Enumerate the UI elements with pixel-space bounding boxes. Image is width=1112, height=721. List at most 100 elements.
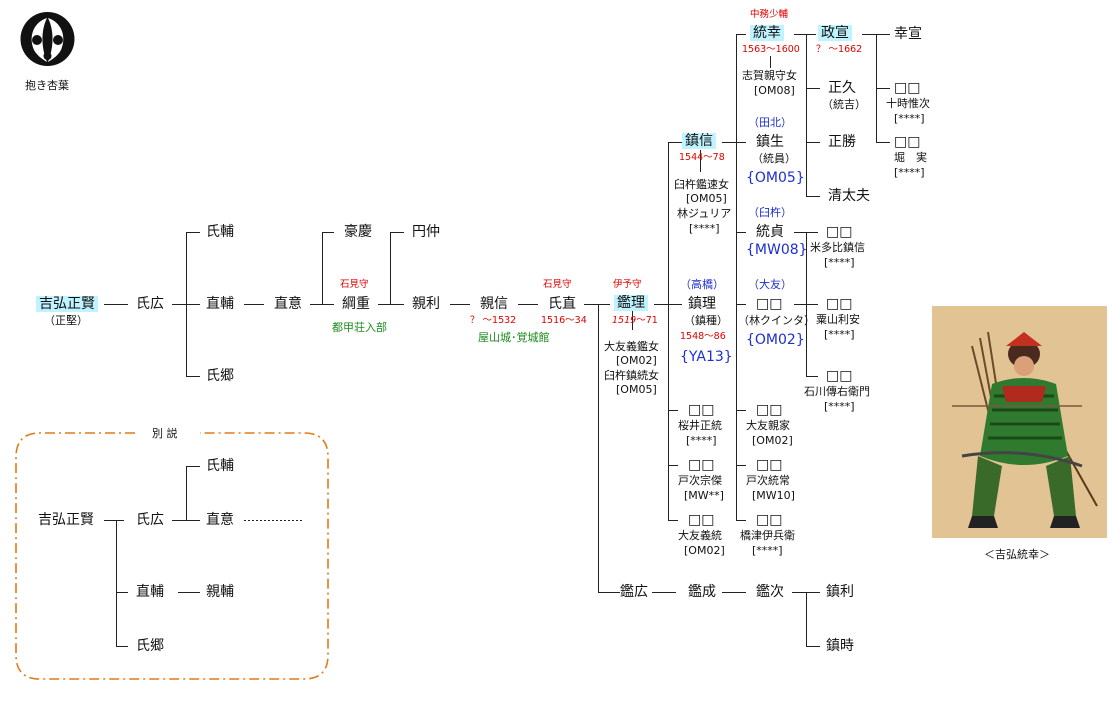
node-shigenobu-wife1-code: [OM05]	[686, 192, 727, 205]
node-shigenobu-years: 1544～78	[679, 152, 725, 163]
node-box-h-code: [MW**]	[684, 489, 724, 502]
node-box-k-code: [MW10]	[752, 489, 795, 502]
node-usuki: （臼杵）	[748, 206, 792, 219]
node-akitsugu: 鑑次	[756, 584, 784, 600]
node-tsunashige: 綱重	[342, 296, 370, 312]
alt-ujisato: 氏郷	[136, 638, 164, 654]
node-akimasa-years-end: ～71	[636, 315, 658, 326]
node-box-i: □□	[688, 512, 715, 528]
node-akimasa: 鑑理	[614, 295, 648, 311]
node-akimasa-wife1: 大友義鑑女	[604, 340, 659, 353]
node-ujisuke: 氏輔	[206, 224, 234, 240]
node-gokei: 豪慶	[344, 224, 372, 240]
node-box-e-code: [****]	[824, 328, 855, 341]
alt-chikasuke: 親輔	[206, 584, 234, 600]
node-box-l-code: [****]	[752, 544, 783, 557]
node-akimasa-wife2: 臼杵鎮続女	[604, 369, 659, 382]
node-box-c: □□	[826, 224, 853, 240]
node-tsunashige-title: 石見守	[340, 279, 369, 290]
node-box-j: □□	[756, 402, 783, 418]
node-box-e: □□	[826, 296, 853, 312]
node-muneyuki-wife-code: [OM08]	[754, 84, 795, 97]
node-taharakita: （田北）	[748, 116, 792, 129]
node-otomo: （大友）	[748, 278, 792, 291]
node-box-j-code: [OM02]	[752, 434, 793, 447]
node-chikatoshi: 親利	[412, 296, 440, 312]
node-box-f: □□	[826, 368, 853, 384]
node-box-g: □□	[688, 402, 715, 418]
node-box-i-code: [OM02]	[684, 544, 725, 557]
alt-naosuke: 直輔	[136, 584, 164, 600]
node-box-g-code: [****]	[686, 434, 717, 447]
kamon-label: 抱き杏葉	[25, 79, 69, 92]
node-box-e-sub: 粟山利安	[816, 313, 860, 326]
portrait-caption: ＜吉弘統幸＞	[984, 548, 1050, 561]
node-tsunashige-place: 都甲荘入部	[332, 321, 387, 334]
node-munesada-code: {MW08}	[746, 242, 808, 258]
node-box-f-code: [****]	[824, 400, 855, 413]
node-shigetane: 鎮理	[688, 296, 716, 312]
node-box-h: □□	[688, 457, 715, 473]
node-box-f-sub: 石川傳右衛門	[804, 385, 870, 398]
node-naoi: 直意	[274, 296, 302, 312]
node-box-b-sub: 堀 実	[894, 151, 927, 164]
node-box-d-code: {OM02}	[746, 332, 805, 348]
node-box-a-sub: 十時惟次	[886, 97, 930, 110]
kamon-crest-icon	[20, 12, 75, 66]
node-muneyuki-years: 1563～1600	[742, 44, 800, 55]
node-akinari: 鑑成	[688, 584, 716, 600]
node-box-c-sub: 米多比鎮信	[810, 241, 865, 254]
node-box-k-sub: 戸次統常	[746, 474, 790, 487]
node-ujihiro: 氏広	[136, 296, 164, 312]
node-box-d-alt: （林クインタ）	[738, 314, 815, 327]
node-box-a: □□	[894, 80, 921, 96]
alt-masakata: 吉弘正賢	[38, 512, 94, 528]
node-box-l: □□	[756, 512, 783, 528]
node-masahisa-alt: （統吉）	[822, 98, 866, 111]
node-box-c-code: [****]	[824, 256, 855, 269]
node-munesada: 統貞	[756, 224, 784, 240]
node-akimasa-years-start: 1519	[612, 315, 637, 326]
node-masakatsu: 正勝	[828, 134, 856, 150]
alt-naoi: 直意	[206, 512, 234, 528]
node-shigenobu-wife2: 林ジュリア	[677, 207, 732, 220]
node-shigenobu: 鎮信	[682, 133, 716, 149]
node-shigetoshi: 鎮利	[826, 584, 854, 600]
node-ujisato: 氏郷	[206, 368, 234, 384]
node-shigenari-alt: （統員）	[752, 152, 796, 165]
node-masahisa: 正久	[828, 80, 856, 96]
node-shigetane-alt: （鎮種）	[684, 314, 728, 327]
node-yukinobu: 幸宣	[894, 26, 922, 42]
node-akihiro: 鑑広	[620, 584, 648, 600]
node-naosuke: 直輔	[206, 296, 234, 312]
portrait-yoshihiro-muneyuki	[932, 306, 1107, 538]
node-shigetane-code: {YA13}	[680, 349, 733, 365]
node-shigenobu-wife2-code: [****]	[689, 222, 720, 235]
node-ujinao-place: 屋山城･覚城館	[478, 331, 550, 344]
node-akimasa-wife2-code: [OM05]	[616, 383, 657, 396]
node-box-d: □□	[756, 296, 783, 312]
node-ujinao: 氏直	[548, 296, 576, 312]
alt-theory-title: 別 説	[152, 427, 178, 440]
node-muneyuki: 統幸	[750, 25, 784, 41]
node-masanobu-years: ？ ～1662	[816, 44, 863, 55]
node-chikanobu-years: ？ ～1532	[470, 315, 517, 326]
node-seidayu: 清太夫	[828, 188, 870, 204]
node-box-h-sub: 戸次宗傑	[678, 474, 722, 487]
node-shigetoki: 鎮時	[826, 638, 854, 654]
node-akimasa-wife1-code: [OM02]	[616, 354, 657, 367]
node-box-g-sub: 桜井正統	[678, 419, 722, 432]
node-masakata-alt: （正堅）	[44, 314, 88, 327]
alt-ujisuke: 氏輔	[206, 458, 234, 474]
node-box-b: □□	[894, 134, 921, 150]
node-akimasa-years: 1519～71	[612, 316, 658, 326]
node-ujinao-years: 1516～34	[541, 315, 587, 326]
node-akimasa-title: 伊予守	[613, 279, 642, 290]
node-box-i-sub: 大友義統	[678, 529, 722, 542]
node-box-l-sub: 橋津伊兵衛	[740, 529, 795, 542]
alt-ujihiro: 氏広	[136, 512, 164, 528]
node-shigenobu-wife1: 臼杵鑑速女	[674, 178, 729, 191]
node-box-a-code: [****]	[894, 112, 925, 125]
node-box-j-sub: 大友親家	[746, 419, 790, 432]
